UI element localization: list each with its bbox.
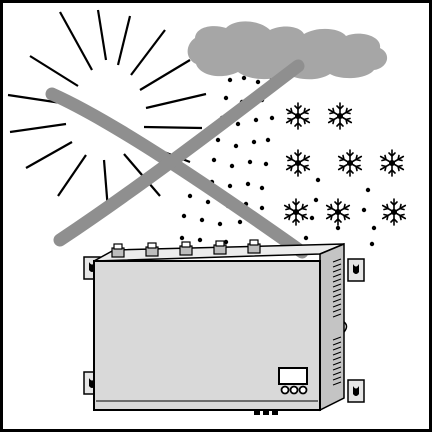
bottom-connectors	[254, 410, 278, 415]
cable-gland-row	[111, 239, 261, 258]
prohibition-cross-icon	[45, 59, 309, 259]
display-icon	[278, 367, 308, 395]
cloud-icon	[187, 21, 388, 80]
ventilation-slots	[332, 258, 342, 386]
enclosure-icon	[83, 239, 365, 415]
side-latch	[343, 321, 348, 333]
